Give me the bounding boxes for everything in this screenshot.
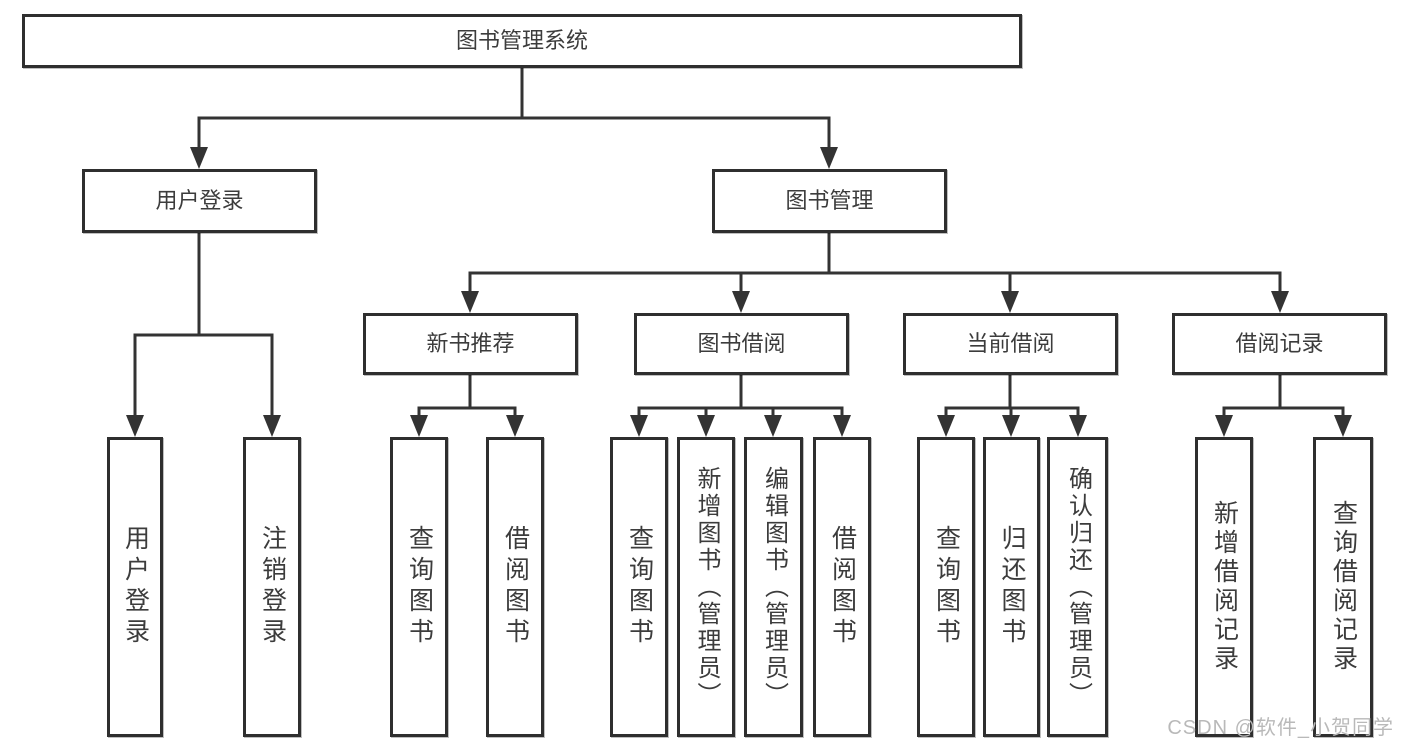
leaf-current-confirm-label: 确认归还（管理员） [1064,465,1092,709]
node-user-login: 用户登录 [82,169,317,233]
leaf-current-query-label: 查询图书 [932,525,961,649]
leaf-newbook-borrow: 借阅图书 [486,437,544,737]
leaf-logout-label: 注销登录 [258,525,287,649]
leaf-borrow-query-label: 查询图书 [625,525,654,649]
watermark: CSDN @软件_小贺同学 [1167,717,1394,739]
leaf-current-confirm: 确认归还（管理员） [1047,437,1108,737]
leaf-borrow-add: 新增图书（管理员） [677,437,735,737]
node-current-borrow: 当前借阅 [903,313,1118,375]
node-borrow-records: 借阅记录 [1172,313,1387,375]
leaf-borrow-borrow-label: 借阅图书 [828,525,857,649]
leaf-borrow-edit: 编辑图书（管理员） [744,437,803,737]
leaf-logout: 注销登录 [243,437,301,737]
leaf-borrow-add-label: 新增图书（管理员） [693,465,720,709]
leaf-newbook-borrow-label: 借阅图书 [501,525,530,649]
leaf-newbook-query-label: 查询图书 [405,525,434,649]
leaf-user-login: 用户登录 [107,437,163,737]
leaf-current-return-label: 归还图书 [998,525,1026,649]
leaf-records-query: 查询借阅记录 [1313,437,1373,737]
leaf-current-query: 查询图书 [917,437,975,737]
leaf-newbook-query: 查询图书 [390,437,448,737]
leaf-user-login-label: 用户登录 [121,525,150,649]
node-book-borrow: 图书借阅 [634,313,849,375]
leaf-records-add: 新增借阅记录 [1195,437,1253,737]
leaf-borrow-borrow: 借阅图书 [813,437,871,737]
leaf-current-return: 归还图书 [983,437,1040,737]
node-book-management: 图书管理 [712,169,947,233]
node-new-book-recommend: 新书推荐 [363,313,578,375]
node-root: 图书管理系统 [22,14,1022,68]
leaf-records-query-label: 查询借阅记录 [1329,500,1358,674]
leaf-borrow-edit-label: 编辑图书（管理员） [760,465,788,709]
leaf-records-add-label: 新增借阅记录 [1210,500,1239,674]
leaf-borrow-query: 查询图书 [610,437,668,737]
